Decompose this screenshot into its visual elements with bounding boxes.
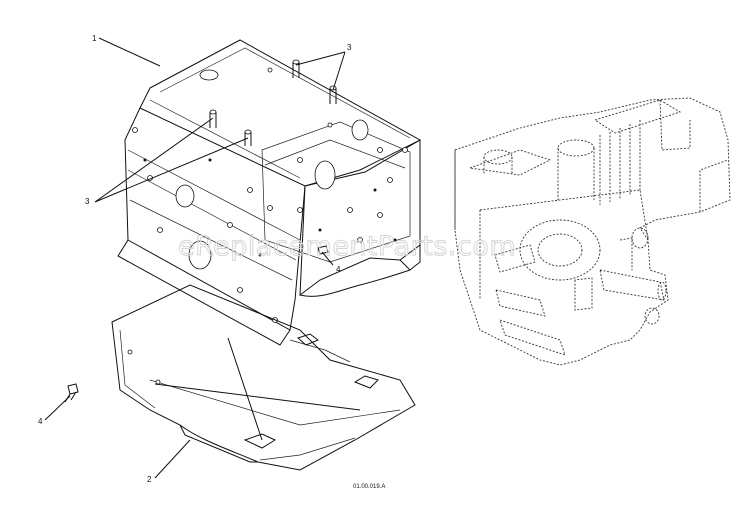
frame-assembly — [117, 39, 422, 346]
callout-4-left: 4 — [38, 417, 43, 426]
callout-4-right: 4 — [336, 265, 341, 274]
bottom-pan — [111, 284, 416, 471]
engine-outline — [454, 97, 731, 366]
frame-hole — [314, 160, 336, 190]
frame-hole — [351, 119, 369, 141]
frame-hole — [188, 240, 212, 270]
pan-tab — [353, 375, 379, 389]
callout-3-left: 3 — [85, 197, 90, 206]
stud-group — [209, 59, 337, 146]
frame-hole — [175, 184, 195, 208]
callout-2: 2 — [147, 475, 152, 484]
pan-tab — [243, 433, 277, 449]
bolt-group — [64, 245, 329, 403]
callout-3-top: 3 — [347, 43, 352, 52]
bolt — [317, 245, 329, 255]
drawing-code: 01.00.019.A — [353, 484, 385, 490]
watermark: eReplacementParts.com — [178, 231, 516, 262]
leader-lines — [44, 37, 361, 479]
callout-1: 1 — [92, 34, 97, 43]
stud — [329, 88, 337, 104]
pan-tab — [297, 333, 319, 346]
